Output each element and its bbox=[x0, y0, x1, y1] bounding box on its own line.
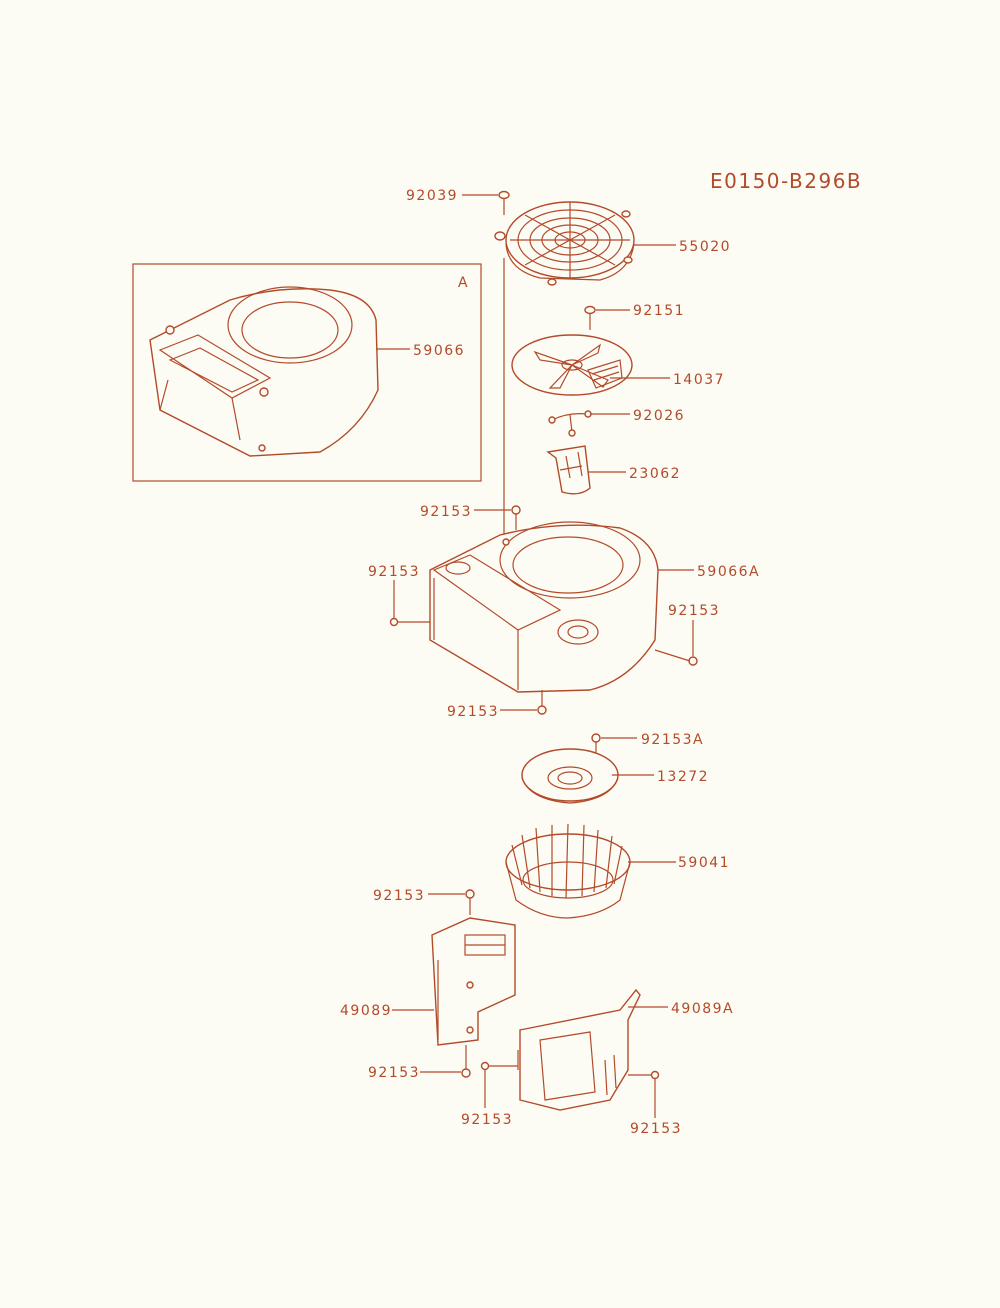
inset-box-a: A bbox=[132, 263, 482, 482]
callout-59066: 59066 bbox=[413, 343, 465, 359]
callout-59041: 59041 bbox=[678, 855, 730, 871]
part-housing-59066 bbox=[149, 286, 379, 457]
leader-lines bbox=[376, 194, 694, 1118]
part-bolt-92153-left bbox=[389, 617, 430, 627]
callout-55020: 55020 bbox=[679, 239, 731, 255]
part-fan-14037 bbox=[511, 334, 633, 396]
callout-92026: 92026 bbox=[633, 408, 685, 424]
callout-92039: 92039 bbox=[406, 188, 458, 204]
callout-14037: 14037 bbox=[673, 372, 725, 388]
part-bolt-92153-right bbox=[654, 649, 698, 666]
callout-23062: 23062 bbox=[629, 466, 681, 482]
part-clip-92026 bbox=[548, 410, 592, 437]
callout-92153-bottom: 92153 bbox=[447, 704, 499, 720]
part-bolt-92153-cover-a-right bbox=[628, 1070, 660, 1080]
part-plate-13272 bbox=[521, 748, 619, 804]
callout-92153-cover-top: 92153 bbox=[373, 888, 425, 904]
callout-92153-top: 92153 bbox=[420, 504, 472, 520]
part-cover-49089 bbox=[431, 917, 516, 1046]
callout-92153-left: 92153 bbox=[368, 564, 420, 580]
callout-labels: 92039 55020 92151 14037 92026 23062 5906… bbox=[340, 188, 760, 1137]
part-screw-92151 bbox=[584, 305, 596, 330]
part-cover-49089A bbox=[517, 988, 641, 1111]
callout-49089: 49089 bbox=[340, 1003, 392, 1019]
callout-59066A: 59066A bbox=[697, 564, 760, 580]
diagram-code: E0150-B296B bbox=[710, 169, 862, 193]
callout-92153-cover-a-right: 92153 bbox=[630, 1121, 682, 1137]
callout-92151: 92151 bbox=[633, 303, 685, 319]
part-bracket-23062 bbox=[546, 445, 591, 495]
part-bolt-92153-top bbox=[511, 505, 521, 530]
part-screw-92039 bbox=[498, 190, 510, 215]
callout-92153-right: 92153 bbox=[668, 603, 720, 619]
part-bolt-92153-cover-top bbox=[465, 889, 475, 915]
part-bolt-92153-bottom bbox=[537, 690, 547, 715]
callout-49089A: 49089A bbox=[671, 1001, 734, 1017]
part-housing-59066A bbox=[429, 521, 659, 693]
inset-label: A bbox=[458, 275, 469, 291]
callout-92153A: 92153A bbox=[641, 732, 704, 748]
callout-13272: 13272 bbox=[657, 769, 709, 785]
callout-92153-cover-bottom: 92153 bbox=[368, 1065, 420, 1081]
callout-92153-cover-a-left: 92153 bbox=[461, 1112, 513, 1128]
part-screen-55020 bbox=[494, 201, 635, 286]
part-bolt-92153-cover-bottom bbox=[461, 1045, 471, 1078]
part-fan-59041 bbox=[505, 823, 631, 919]
part-bolt-92153-cover-a-left bbox=[480, 1061, 518, 1071]
